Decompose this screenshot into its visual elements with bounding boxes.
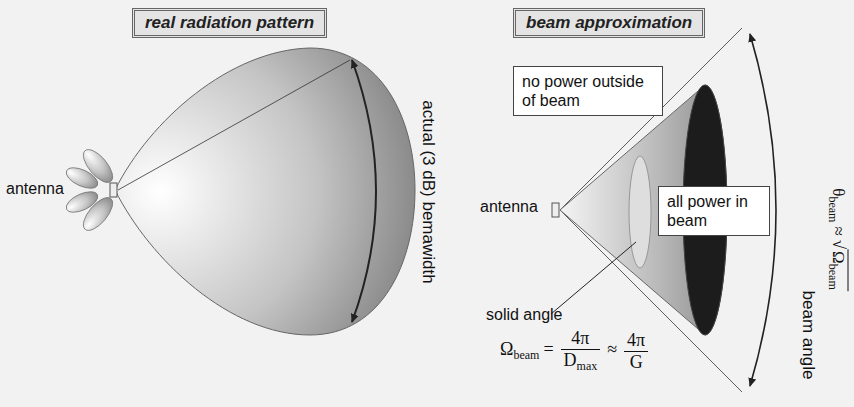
node-text: all power in beam <box>667 192 761 230</box>
symbol: Dmax <box>564 350 598 370</box>
node-text: real radiation pattern <box>145 13 314 33</box>
antenna-label: antenna <box>480 198 538 216</box>
side-lobe <box>63 164 101 193</box>
formula-operator: ≈ <box>829 226 848 235</box>
formula-subscript: max <box>577 359 598 373</box>
leader-line <box>551 242 636 314</box>
fraction: 4πDmax <box>561 328 601 374</box>
antenna-icon <box>110 183 117 197</box>
formula-operator: = <box>543 339 553 359</box>
main-lobe <box>115 48 415 335</box>
formula-subscript: beam <box>826 264 840 290</box>
formula-symbol: D <box>564 350 577 370</box>
formula-number: 4π <box>627 330 645 350</box>
formula-subscript: beam <box>826 196 840 222</box>
fraction: 4πG <box>624 330 648 373</box>
panel-title: beam approximation <box>513 8 705 38</box>
formula-symbol: θ <box>829 188 848 196</box>
node-text: no power outside of beam <box>522 72 654 110</box>
solid-angle-label: solid angle <box>486 306 563 324</box>
numerator: 4π <box>561 328 601 349</box>
panel-title: real radiation pattern <box>132 8 327 38</box>
beam-angle-label: beam angle <box>798 291 818 380</box>
solid-angle-section <box>629 156 651 268</box>
beamwidth-label: actual (3 dB) bemawidth <box>418 100 438 283</box>
beam-angle-formula: θbeam≈√Ωbeam <box>825 188 848 291</box>
denominator: Dmax <box>561 349 601 374</box>
symbol: Ωbeam <box>500 339 539 359</box>
formula-subscript: beam <box>513 348 539 362</box>
solid-angle-formula: Ωbeam=4πDmax≈4πG <box>500 328 651 374</box>
beam-edge-line <box>118 60 350 190</box>
side-lobe <box>63 188 101 217</box>
beamwidth-arc <box>352 60 376 322</box>
radical-sign: √ <box>829 240 848 249</box>
node-text: beam approximation <box>526 13 692 33</box>
formula-symbol: Ω <box>500 339 513 359</box>
antenna-label: antenna <box>6 180 64 198</box>
formula-operator: ≈ <box>607 339 617 359</box>
formula-symbol: G <box>630 352 643 372</box>
side-lobes <box>63 145 118 235</box>
formula-number: 4π <box>571 328 589 348</box>
note-box: all power in beam <box>658 186 770 236</box>
note-box: no power outside of beam <box>513 66 663 116</box>
radicand: Ωbeam <box>829 249 849 292</box>
antenna-icon <box>552 203 559 217</box>
numerator: 4π <box>624 330 648 351</box>
symbol: θbeam <box>829 188 848 222</box>
denominator: G <box>624 351 648 373</box>
symbol: Ωbeam <box>829 251 848 290</box>
formula-symbol: Ω <box>829 251 848 264</box>
